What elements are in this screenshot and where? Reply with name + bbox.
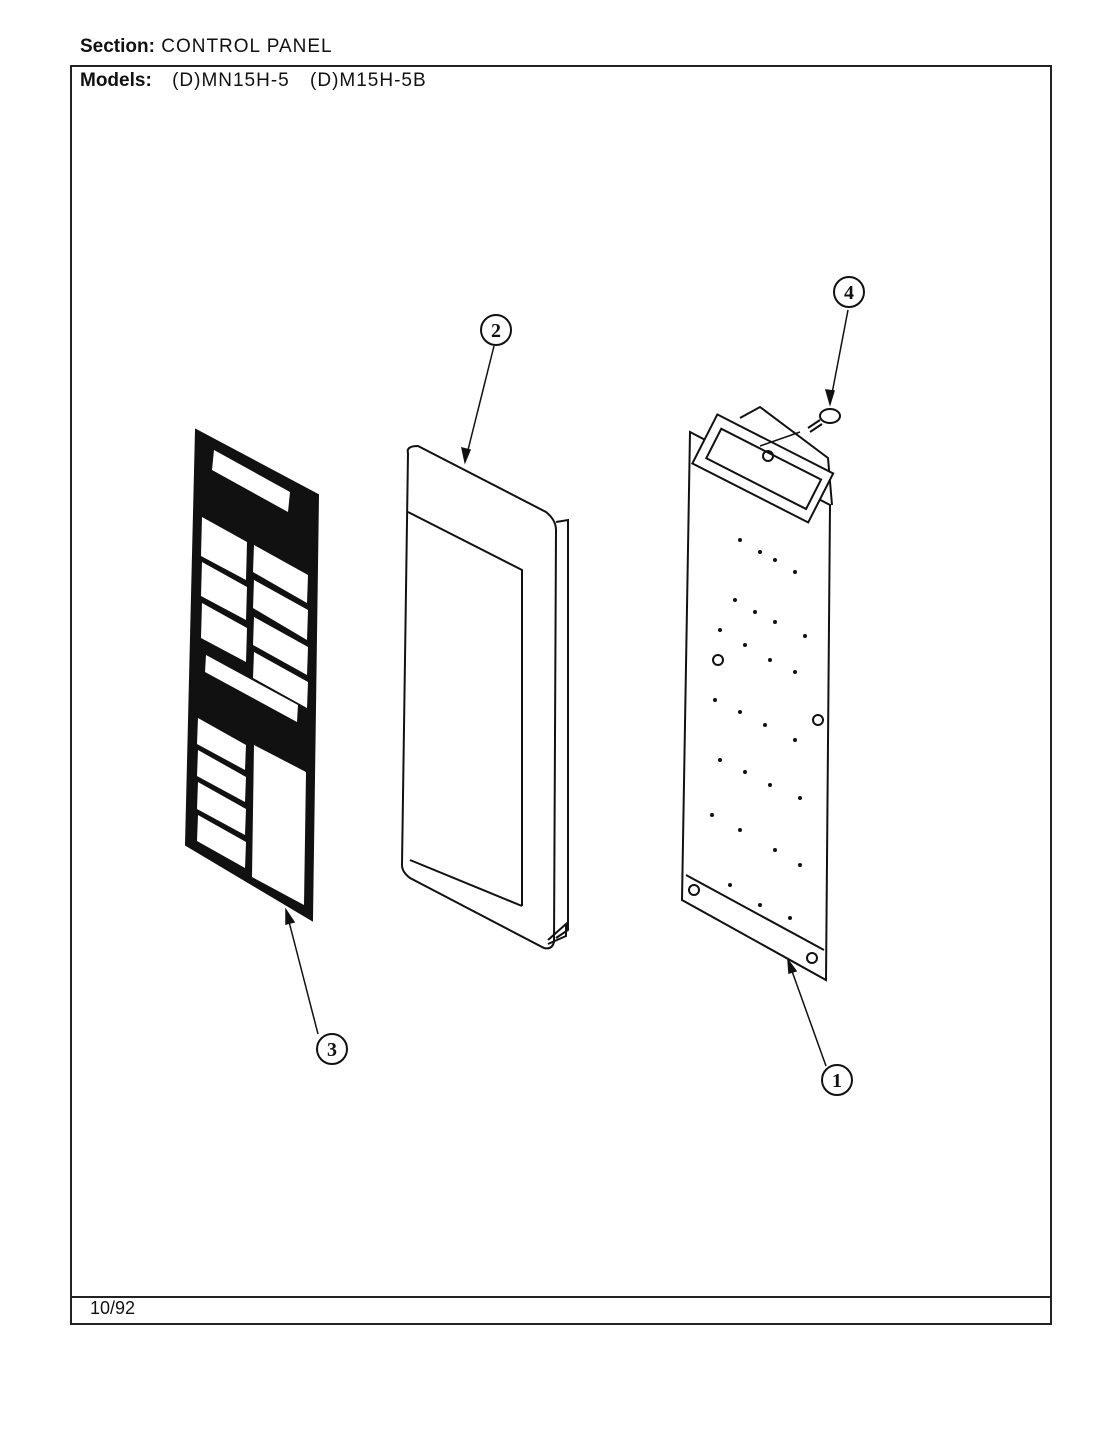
screw [807, 408, 841, 433]
callout-circles [316, 276, 865, 1096]
callout-4-number: 4 [844, 282, 854, 304]
model-number: (D)MN15H-5 [172, 70, 290, 91]
callout-1-number: 1 [832, 1070, 842, 1092]
date-code: 10/92 [90, 1298, 136, 1318]
callout-2-number: 2 [491, 320, 501, 342]
models-line: Models: (D)MN15H-5 (D)M15H-5B [80, 70, 427, 92]
touch-pad-overlay [184, 428, 320, 922]
section-value: CONTROL PANEL [161, 36, 333, 57]
control-board [680, 405, 835, 982]
callout-3-number: 3 [327, 1039, 337, 1061]
drawing-frame [70, 65, 1052, 1325]
model-number: (D)M15H-5B [310, 70, 427, 91]
models-label: Models: [80, 70, 152, 91]
control-panel-housing [400, 444, 569, 950]
leader-lines [285, 309, 849, 1067]
section-label: Section: [80, 36, 155, 57]
footer-rule [70, 1296, 1052, 1298]
section-line: Section: CONTROL PANEL [80, 36, 333, 58]
